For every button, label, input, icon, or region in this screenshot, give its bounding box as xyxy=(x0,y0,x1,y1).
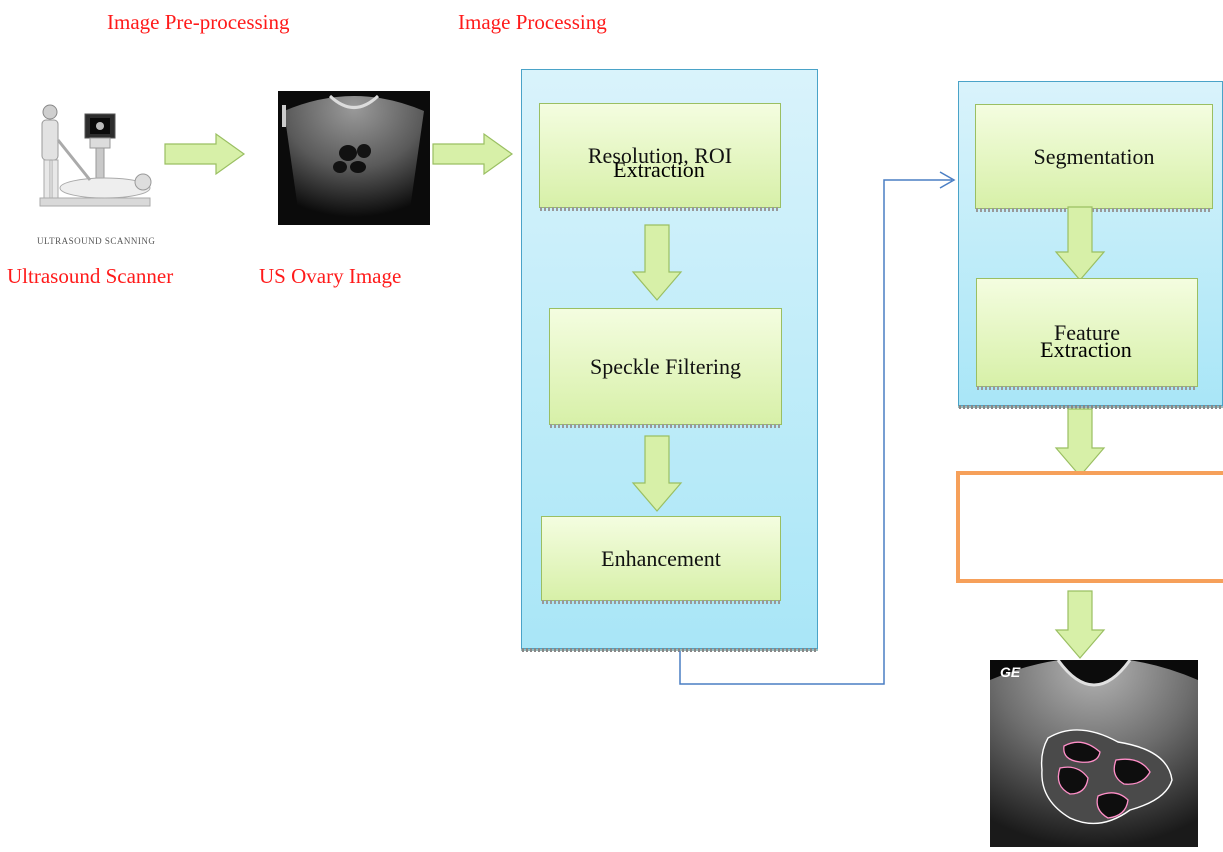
arrow-down-5 xyxy=(1054,590,1106,659)
step-feature-line-1: Feature xyxy=(1054,319,1120,345)
label-ultrasound-scanner: Ultrasound Scanner xyxy=(7,264,174,288)
arrow-right-1 xyxy=(164,132,246,176)
step-speckle-filtering: Speckle Filtering xyxy=(549,308,782,428)
step-enhancement: Enhancement xyxy=(541,516,781,604)
us-ovary-image xyxy=(278,91,430,225)
ge-logo-text: GE xyxy=(1000,664,1021,680)
step-segmentation: Segmentation xyxy=(975,104,1213,212)
step-feature-extraction: Feature xyxy=(976,278,1198,390)
ultrasound-scanner-illustration xyxy=(30,100,160,240)
arrow-down-1 xyxy=(631,224,683,301)
step-feature-line-2: Extraction xyxy=(1040,337,1132,362)
step-segmentation-label: Segmentation xyxy=(1033,143,1155,169)
step-roi-line-1: Resolution, ROI xyxy=(587,142,733,168)
step-roi-line-2: Extraction xyxy=(613,157,705,182)
step-enhancement-label: Enhancement xyxy=(601,545,721,571)
scanner-caption: ULTRASOUND SCANNING xyxy=(37,236,156,246)
segmented-result-image: GE xyxy=(990,657,1198,847)
segmented-result-drawing: GE xyxy=(990,657,1198,847)
arrow-down-2 xyxy=(631,435,683,512)
scanner-drawing xyxy=(30,100,160,240)
label-image-pre-processing: Image Pre-processing xyxy=(107,10,290,34)
step-speckle-label: Speckle Filtering xyxy=(590,353,741,379)
arrow-down-3 xyxy=(1054,206,1106,281)
label-image-processing: Image Processing xyxy=(458,10,607,34)
arrow-down-4 xyxy=(1054,408,1106,477)
arrow-right-2 xyxy=(432,132,514,176)
step-resolution-roi-extraction: Resolution, ROI xyxy=(539,103,781,211)
label-us-ovary-image: US Ovary Image xyxy=(259,264,402,288)
classification-box xyxy=(956,471,1223,583)
us-ovary-drawing xyxy=(282,94,424,217)
